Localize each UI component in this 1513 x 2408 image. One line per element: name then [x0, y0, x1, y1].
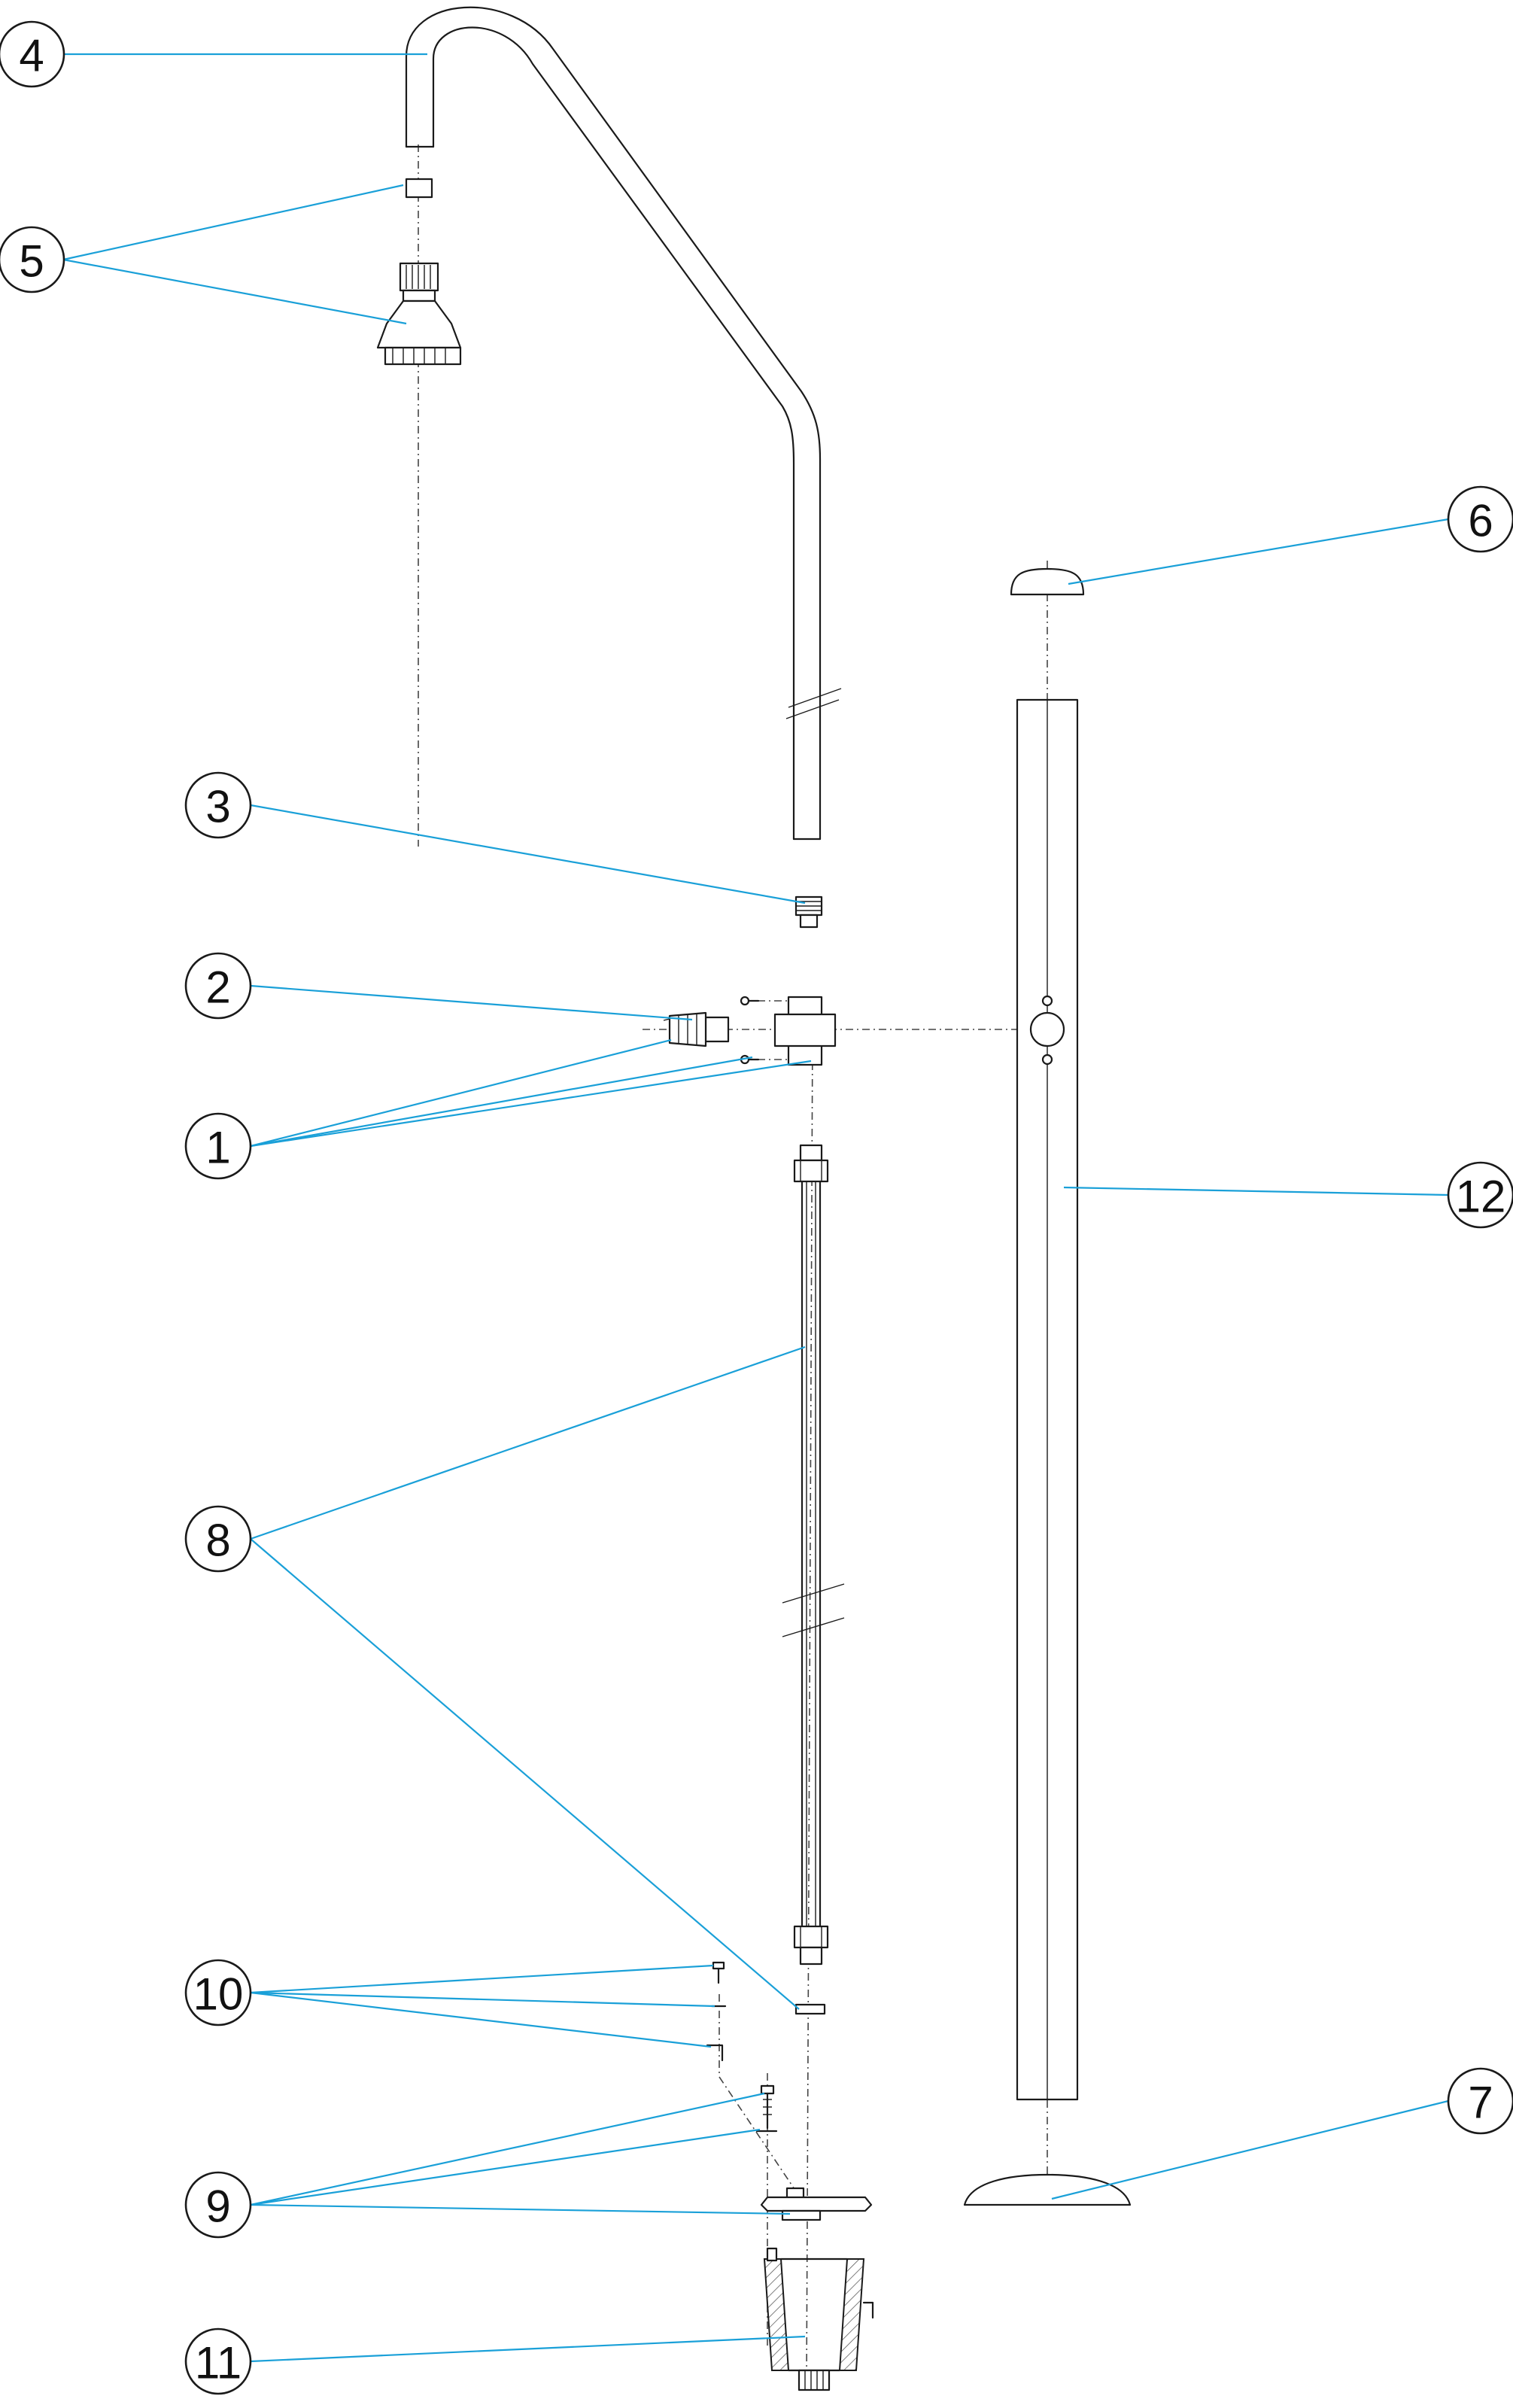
center-lines — [418, 144, 1076, 2386]
riser-tube — [782, 1144, 845, 2015]
threaded-fitting — [794, 895, 823, 929]
balloon-1: 1 — [184, 1112, 252, 1180]
balloon-7: 7 — [1447, 2067, 1513, 2135]
balloon-6: 6 — [1447, 485, 1513, 553]
balloon-11: 11 — [184, 2327, 252, 2395]
balloon-2-label: 2 — [205, 962, 230, 1013]
column-cap — [1010, 567, 1085, 596]
leader-lines — [62, 53, 1449, 2363]
anchoring-sleeve — [763, 2247, 874, 2391]
valve-tee-assembly — [663, 996, 837, 1066]
balloon-3: 3 — [184, 771, 252, 839]
fixing-screws — [706, 1961, 727, 2062]
shower-head — [376, 178, 462, 366]
balloon-4-label: 4 — [19, 31, 44, 81]
balloon-7-label: 7 — [1468, 2078, 1493, 2128]
balloon-2: 2 — [184, 952, 252, 1020]
column-base-plate — [963, 2173, 1132, 2206]
balloon-6-label: 6 — [1468, 496, 1493, 546]
balloon-12: 12 — [1447, 1161, 1513, 1229]
balloon-10-label: 10 — [193, 1969, 244, 2020]
base-flange — [755, 2084, 873, 2221]
balloon-8-label: 8 — [205, 1516, 230, 1566]
balloon-5: 5 — [0, 226, 65, 293]
balloon-3-label: 3 — [205, 782, 230, 832]
balloon-9: 9 — [184, 2171, 252, 2239]
balloon-5-label: 5 — [19, 236, 44, 287]
balloon-12-label: 12 — [1456, 1172, 1506, 1222]
balloon-1-label: 1 — [205, 1123, 230, 1173]
column — [1016, 698, 1079, 2101]
balloon-8: 8 — [184, 1505, 252, 1573]
balloon-10: 10 — [184, 1959, 252, 2026]
gooseneck-pipe — [405, 6, 842, 841]
balloon-4: 4 — [0, 20, 65, 88]
balloon-11-label: 11 — [195, 2338, 242, 2388]
balloon-9-label: 9 — [205, 2181, 230, 2232]
